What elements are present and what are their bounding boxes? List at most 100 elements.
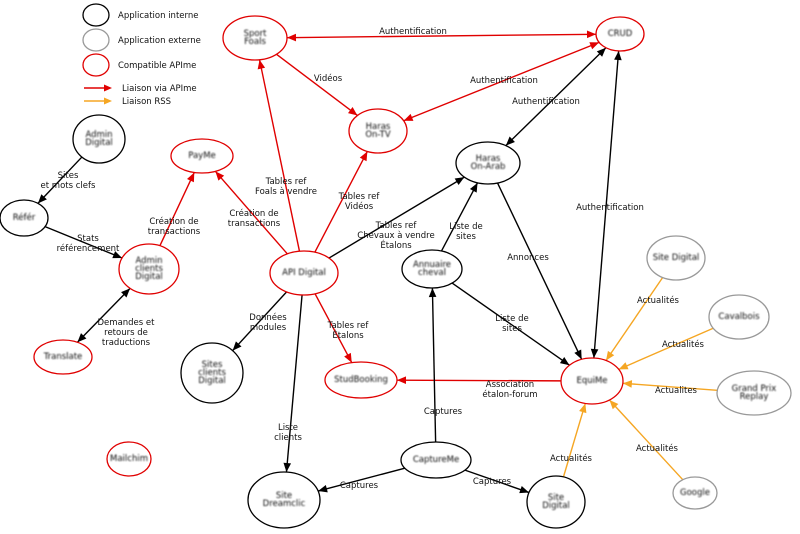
edge-equimo-studbooking: [396, 379, 562, 382]
node-shape-admin_dig[interactable]: [72, 114, 126, 164]
node-shape-tv[interactable]: [348, 108, 408, 154]
edge-label: Captures: [340, 481, 379, 491]
arrowhead-sport-tv: [347, 107, 358, 116]
node-translate[interactable]: Translate: [33, 339, 93, 375]
legend-swatch-externe: [82, 28, 110, 52]
edge-admin_cli-paypal: [159, 172, 195, 247]
node-google[interactable]: Google: [672, 476, 718, 510]
edge-label: Actualités: [636, 443, 679, 454]
legend-swatch-interne: [82, 3, 110, 27]
arrowhead-haras_ona-crud: [596, 47, 606, 57]
legend-label-rss: Liaison RSS: [122, 97, 171, 107]
node-shape-paypal[interactable]: [170, 138, 234, 174]
arrowhead-capture-annuaire: [428, 287, 437, 298]
legend-swatch-apime: [82, 53, 110, 77]
node-shape-caval[interactable]: [708, 294, 770, 340]
node-mailchimp[interactable]: Mailchim: [106, 441, 152, 477]
edge-site_dig-equimo: [605, 277, 664, 361]
node-shape-google[interactable]: [672, 476, 718, 510]
node-shape-ref[interactable]: [0, 199, 49, 237]
node-shape-admin_cli[interactable]: [118, 243, 180, 295]
arrowhead-equimo-crud: [614, 50, 622, 61]
node-shape-crud[interactable]: [595, 16, 645, 52]
edge-annuaire-equimo: [451, 282, 570, 366]
node-shape-site_dig2[interactable]: [526, 475, 586, 529]
node-shape-sport[interactable]: [222, 15, 288, 61]
legend-label-apime-link: Liaison via APIme: [122, 84, 197, 94]
node-paypal[interactable]: PayMe: [170, 138, 234, 174]
edge-caval-equimo: [618, 327, 714, 371]
edge-admin_dig-ref: [37, 156, 83, 204]
arrowhead-crud-equimo: [590, 348, 599, 359]
arrowhead-api-sport: [257, 59, 266, 70]
legend: Application interne Application externe …: [82, 3, 201, 107]
node-shape-annuaire[interactable]: [401, 249, 463, 289]
edge-label: Authentification: [512, 97, 580, 107]
node-caval[interactable]: Cavalbois: [708, 294, 770, 340]
edge-label: Actualites: [655, 386, 698, 396]
node-equimo[interactable]: EquiMe: [560, 357, 624, 405]
node-ref[interactable]: Référ: [0, 199, 49, 237]
arrowhead-capture-site_dream: [318, 485, 328, 493]
node-shape-haras_ona[interactable]: [455, 141, 521, 185]
legend-arrowhead-apime: [104, 84, 112, 92]
edge-crud-tv: [403, 41, 600, 122]
node-studbooking[interactable]: StudBooking: [324, 361, 398, 399]
arrowhead-translate-admin_cli: [121, 288, 131, 298]
edge-api-paypal: [214, 170, 288, 255]
edge-crud-equimo: [593, 50, 620, 359]
arrowhead-google-equimo: [609, 399, 619, 410]
arrowhead-haras_ona-equimo: [574, 349, 582, 360]
edge-sport-tv: [276, 53, 358, 117]
node-label-crud: CRUD: [608, 29, 633, 39]
node-shape-translate[interactable]: [33, 339, 93, 375]
legend-label-interne: Application interne: [118, 11, 198, 21]
node-shape-api[interactable]: [269, 250, 339, 296]
node-shape-site_dig[interactable]: [646, 235, 706, 281]
node-api[interactable]: API Digital: [269, 250, 339, 296]
edge-label: Authentification: [379, 27, 447, 37]
node-shape-grandprix[interactable]: [716, 370, 792, 416]
node-shape-equimo[interactable]: [560, 357, 624, 405]
node-shape-capture[interactable]: [400, 441, 472, 479]
edge-api-sport: [258, 59, 301, 252]
node-capture[interactable]: CaptureMe: [400, 441, 472, 479]
node-label-paypal: PayMe: [188, 151, 216, 161]
arrowhead-crud-haras_ona: [505, 136, 515, 146]
edge-label: Authentification: [576, 203, 644, 213]
legend-arrowhead-rss: [104, 97, 112, 105]
node-crud[interactable]: CRUD: [595, 16, 645, 52]
node-shape-mailchimp[interactable]: [106, 441, 152, 477]
node-site_dig[interactable]: Site Digital: [646, 235, 706, 281]
edge-capture-annuaire: [431, 287, 437, 443]
edge-site_dig2-equimo: [562, 403, 586, 478]
edge-label: Annonces: [507, 253, 549, 263]
edge-sport-crud: [286, 33, 597, 39]
edge-label: Vidéos: [314, 73, 343, 84]
arrowhead-api-sites_cli: [232, 341, 242, 351]
node-shape-site_dream[interactable]: [247, 471, 321, 529]
node-shape-sites_cli[interactable]: [180, 342, 244, 404]
arrowhead-admin_cli-translate: [77, 333, 87, 343]
node-shape-studbooking[interactable]: [324, 361, 398, 399]
